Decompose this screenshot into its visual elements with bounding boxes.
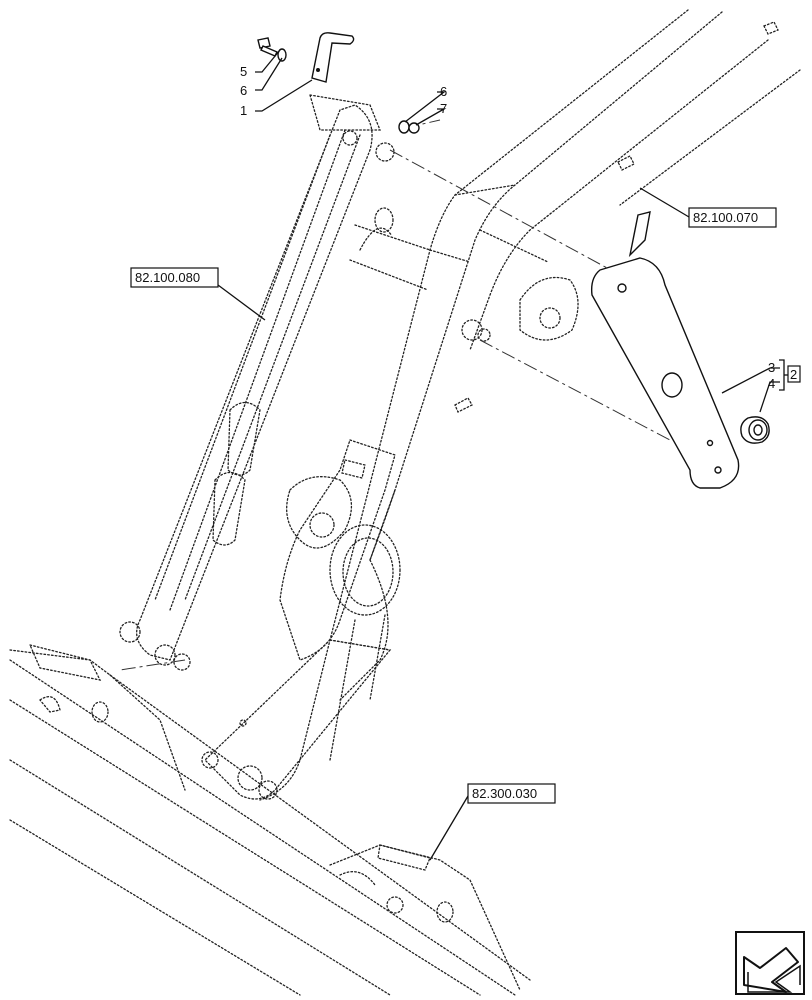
part-1-bracket [311, 32, 355, 83]
svg-text:82.300.030[interactable]: 82.300.030 [472, 786, 537, 801]
svg-text:82.100.080[interactable]: 82.100.080 [135, 270, 200, 285]
callout-6: 6 [240, 83, 247, 98]
lift-arm-left [119, 94, 395, 671]
part-7-nut [408, 122, 420, 134]
loader-boom [259, 9, 801, 801]
next-page-arrow-icon[interactable] [735, 931, 805, 995]
callout-5: 5 [240, 64, 247, 79]
callout-4: 4 [768, 376, 775, 391]
part-2-plate [590, 211, 740, 489]
leader-lines [217, 49, 788, 861]
ref-82-100-070[interactable]: 82.100.070 [688, 207, 777, 228]
svg-text:82.100.070[interactable]: 82.100.070 [693, 210, 758, 225]
center-lines [119, 119, 671, 671]
tilt-linkage [279, 439, 401, 761]
part-6-washer-top [277, 48, 287, 62]
part-6-washer-right [398, 120, 410, 134]
part-4-bushing [740, 416, 770, 444]
callout-7: 7 [440, 101, 447, 116]
callout-1: 1 [240, 103, 247, 118]
callout-6: 6 [440, 84, 447, 99]
lower-link [201, 639, 392, 800]
attachment-frame [9, 644, 531, 996]
ref-82-100-080[interactable]: 82.100.080 [130, 267, 219, 288]
part-5-bolt [257, 37, 278, 57]
ref-82-300-030[interactable]: 82.300.030 [467, 783, 556, 804]
callout-2: 2 [790, 367, 797, 382]
callout-labels: 5 6 1 6 7 3 4 2 [240, 64, 801, 391]
callout-3: 3 [768, 360, 775, 375]
